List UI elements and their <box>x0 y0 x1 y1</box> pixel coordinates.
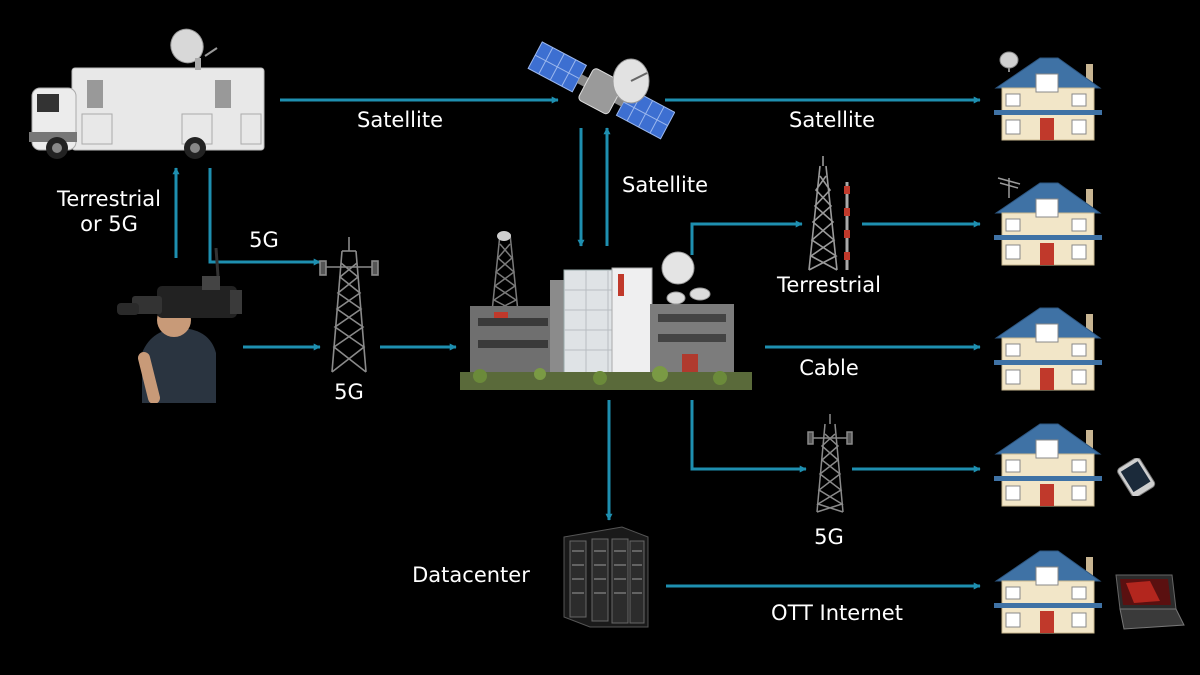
label-satellite-uplink: Satellite <box>356 108 444 132</box>
arrow-facility-to-terrestrial-tower <box>690 220 803 255</box>
label-satellite-vertical: Satellite <box>621 173 709 197</box>
tv-antenna-icon <box>996 174 1022 198</box>
label-cable: Cable <box>799 356 859 380</box>
label-terrestrial-or-5g-line1: Terrestrial <box>57 187 161 211</box>
arrow-facility-to-5g-mobile-tower <box>690 400 807 473</box>
cell-tower-icon <box>806 414 854 514</box>
label-5g-tower: 5G <box>334 380 364 404</box>
house-icon <box>992 418 1104 508</box>
cell-tower-icon <box>318 237 380 377</box>
datacenter-server-icon <box>562 525 650 629</box>
broadcast-truck-icon <box>27 28 267 160</box>
camera-operator-icon <box>112 248 247 403</box>
label-5g-truck: 5G <box>249 228 279 252</box>
smartphone-icon <box>1113 458 1161 496</box>
house-icon <box>992 52 1104 142</box>
label-satellite-downlink: Satellite <box>788 108 876 132</box>
label-datacenter: Datacenter <box>412 563 530 587</box>
satellite-icon <box>525 33 675 153</box>
label-terrestrial-or-5g: Terrestrial or 5G <box>57 187 161 237</box>
broadcast-facility-icon <box>460 228 752 390</box>
label-5g-mobile: 5G <box>814 525 844 549</box>
house-icon <box>992 177 1104 267</box>
cell-tower-icon <box>803 156 859 272</box>
laptop-icon <box>1110 573 1186 633</box>
satellite-dish-icon <box>998 50 1020 72</box>
label-terrestrial: Terrestrial <box>777 273 881 297</box>
label-ott-internet: OTT Internet <box>771 601 903 625</box>
label-terrestrial-or-5g-line2: or 5G <box>80 212 138 237</box>
house-icon <box>992 302 1104 392</box>
arrow-truck-to-5g-tower <box>208 168 321 266</box>
house-icon <box>992 545 1104 635</box>
